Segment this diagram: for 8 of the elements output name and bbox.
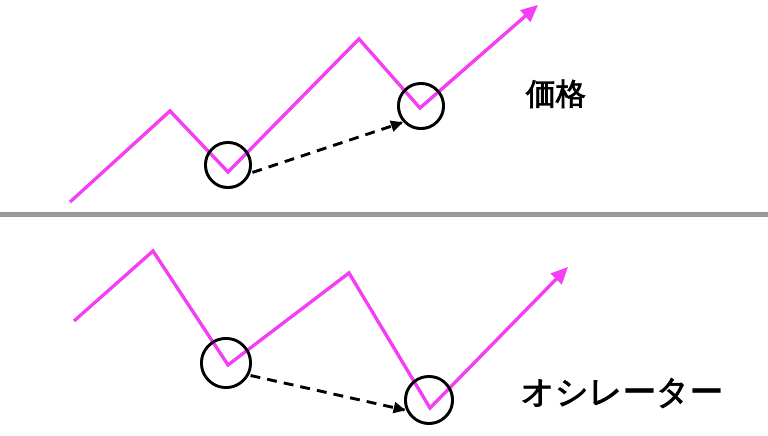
highlight-circle (204, 141, 252, 189)
highlight-circle (200, 337, 252, 389)
highlight-circle (404, 375, 454, 425)
dashed-arrow (252, 120, 403, 174)
highlight-circle (397, 82, 445, 130)
dashed-arrow (250, 374, 406, 414)
panel-label: オシレーター (521, 374, 723, 410)
panel-label: 価格 (526, 78, 586, 111)
